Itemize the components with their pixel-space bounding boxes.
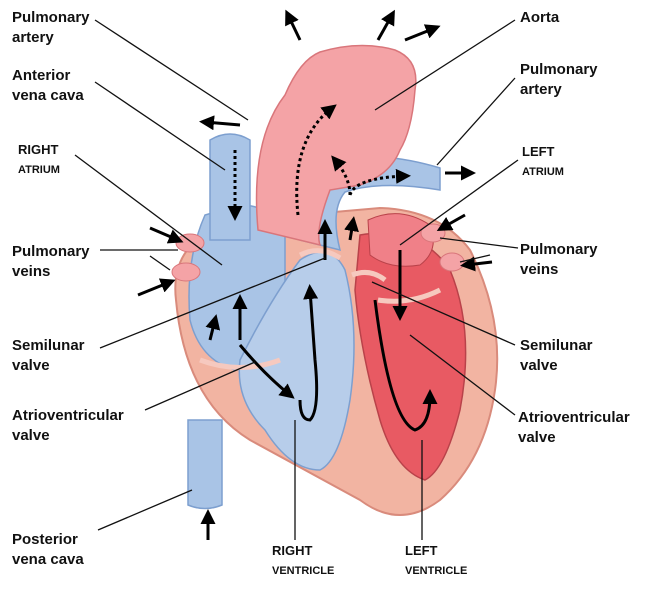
semilunar-valve-pulmonary [298,248,342,261]
flow-arrows [137,9,493,540]
leader-lines [74,19,519,540]
label-aorta: Aorta [520,9,560,26]
semilunar-valve-aortic [351,269,387,283]
pulmonary-vein-left-lower [171,262,201,282]
av-valve-left [377,287,442,304]
anterior-vena-cava-shape [209,133,251,241]
posterior-vena-cava-shape [187,419,223,510]
left-atrium-shape [367,213,434,267]
right-ventricle-shape [238,251,355,471]
pulmonary-vein-left-upper [175,233,205,253]
flow-arrows-dotted [227,104,411,221]
av-valve-right [199,357,281,370]
